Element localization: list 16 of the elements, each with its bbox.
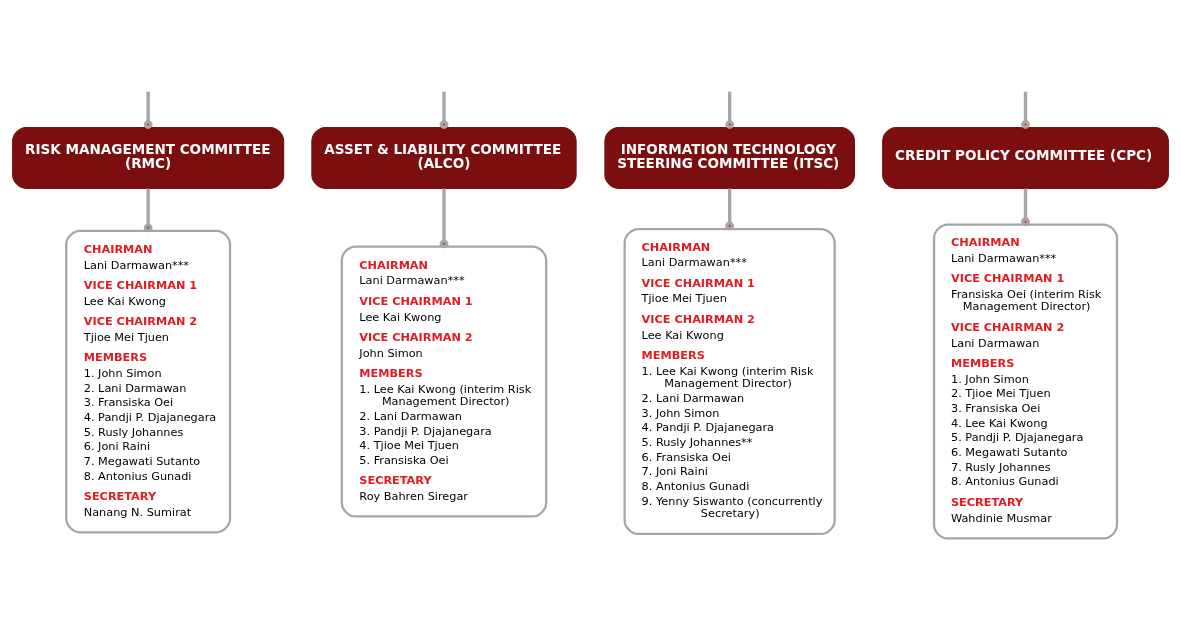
node-box: ASSET & LIABILITY COMMITTEE (ALCO) <box>311 126 577 189</box>
connector <box>146 91 150 122</box>
node-box: CREDIT POLICY COMMITTEE (CPC) <box>882 126 1169 189</box>
node-box: CHAIRMAN Lani Darmawan*** VICE CHAIRMAN 1 Lee Kai Kwong VICE CHAIRMAN 2 Tjioe Mei Tjuen MEMBERS 1. John Simon 2. Lani Darmawan 3. Fransiska Oei 4. Pandji P. Djajanegara 5. Rusly Johannes 6. Joni Raini 7. Megawati Sutanto 8. Antonius Gunadi SECRETARY Nanang N. Sumirat <box>65 229 232 534</box>
connector <box>442 91 446 122</box>
connector <box>727 91 732 122</box>
node-box: RISK MANAGEMENT COMMITTEE (RMC) <box>12 126 285 189</box>
connector <box>143 188 153 233</box>
connector <box>439 188 449 249</box>
connector <box>725 188 735 231</box>
node-box: INFORMATION TECHNOLOGY STEERING COMMITTEE (ITSC) <box>604 126 855 189</box>
node-box: CHAIRMAN Lani Darmawan*** VICE CHAIRMAN 1 Lee Kai Kwong VICE CHAIRMAN 2 John Simon MEMBERS 1. Lee Kai Kwong (interim Risk Management Director) 2. Lani Darmawan 3. Pandji P. Djajanegara 4. Tjioe Mei Tjuen 5. Fransiska Oei SECRETARY Roy Bahren Siregar <box>340 245 548 518</box>
node-box: CHAIRMAN Lani Darmawan*** VICE CHAIRMAN 1 Fransiska Oei (interim Risk Management Director) VICE CHAIRMAN 2 Lani Darmawan MEMBERS 1. John Simon 2. Tjioe Mei Tjuen 3. Fransiska Oei 4. Lee Kai Kwong 5. Pandji P. Djajanegara 6. Megawati Sutanto 7. Rusly Johannes 8. Antonius Gunadi SECRETARY Wahdinie Musmar <box>932 223 1119 540</box>
connector <box>1023 91 1028 122</box>
node-box: CHAIRMAN Lani Darmawan*** VICE CHAIRMAN 1 Tjioe Mei Tjuen VICE CHAIRMAN 2 Lee Kai Kwong MEMBERS 1. Lee Kai Kwong (interim Risk Management Director) 2. Lani Darmawan 3. John Simon 4. Pandji P. Djajanegara 5. Rusly Johannes** 6. Fransiska Oei 7. Joni Raini 8. Antonius Gunadi 9. Yenny Siswanto (concurrently Secretary) <box>623 227 836 536</box>
connector <box>1021 188 1030 227</box>
